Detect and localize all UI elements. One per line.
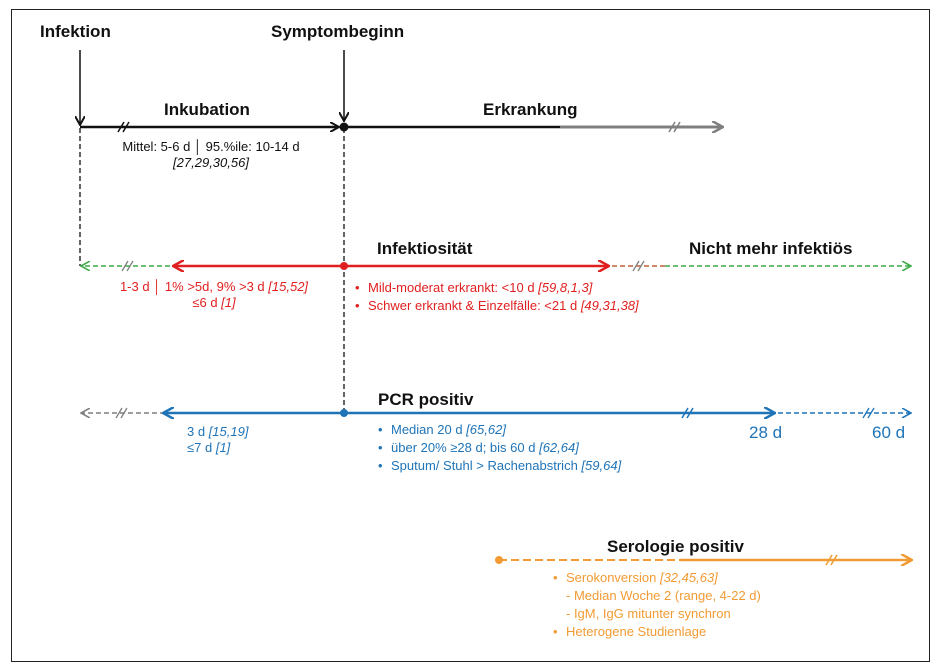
infekt-left-line1: 1-3 d │ 1% >5d, 9% >3 d [119,279,269,294]
list-item: Serokonversion [32,45,63] [553,569,761,587]
serologie-list: Serokonversion [32,45,63] - Median Woche… [553,569,761,641]
infekt-left-cite1: [15,52] [268,279,309,294]
erkrankung-label: Erkrankung [483,100,578,119]
break-mark-infekt-left [121,260,134,272]
list-item: Median 20 d [65,62] [378,421,621,439]
pcr-left-line2: ≤7 d [187,439,216,455]
serologie-positiv-label: Serologie positiv [607,537,744,556]
symptombeginn-dot [339,122,349,132]
break-mark-pcr-right [862,407,875,419]
pcr-left-details: 3 d [15,19] ≤7 d [1] [187,424,248,455]
break-mark-erkrankung [668,121,681,133]
infekt-left-line2: ≤6 d [192,294,222,310]
infektion-label: Infektion [40,22,111,41]
infektiositaet-label: Infektiosität [377,239,473,258]
day-60-label: 60 d [872,423,906,442]
nicht-mehr-infektioes-label: Nicht mehr infektiös [689,239,853,258]
infektiositaet-dot [340,262,348,270]
list-item: Sputum/ Stuhl > Rachenabstrich [59,64] [378,457,621,475]
list-item: - IgM, IgG mitunter synchron [566,606,731,621]
serologie-dot [495,556,503,564]
list-item: - Median Woche 2 (range, 4-22 d) [566,588,761,603]
pcr-left-cite1: [15,19] [208,424,249,439]
infektiositaet-left-details: 1-3 d │ 1% >5d, 9% >3 d [15,52] ≤6 d [1] [90,279,338,310]
inkubation-label: Inkubation [164,100,250,119]
day-28-label: 28 d [749,423,783,442]
list-item: Mild-moderat erkrankt: <10 d [59,8,1,3] [355,279,639,297]
break-mark-infekt-right [632,260,645,272]
pcr-left-line1: 3 d [187,424,209,439]
infekt-left-cite2: [1] [221,294,236,310]
pcr-right-list: Median 20 d [65,62] über 20% ≥28 d; bis … [378,421,621,475]
diagram-frame [11,9,930,662]
break-mark-pcr-mid [681,407,694,419]
pcr-positiv-label: PCR positiv [378,390,474,409]
break-mark-serologie [825,554,838,566]
break-mark-inkubation [117,121,130,133]
pcr-dot [340,409,348,417]
list-item: Schwer erkrankt & Einzelfälle: <21 d [49… [355,297,639,315]
break-mark-pcr-left [115,407,128,419]
pcr-left-cite2: [1] [215,439,231,455]
symptombeginn-label: Symptombeginn [271,22,405,41]
inkubation-details: Mittel: 5-6 d │ 95.%ile: 10-14 d [27,29,… [96,139,326,170]
list-item: Heterogene Studienlage [553,623,761,641]
list-item: über 20% ≥28 d; bis 60 d [62,64] [378,439,621,457]
inkubation-cite: [27,29,30,56] [173,154,249,170]
inkubation-mean: Mittel: 5-6 d │ 95.%ile: 10-14 d [122,139,300,154]
infektiositaet-right-list: Mild-moderat erkrankt: <10 d [59,8,1,3] … [355,279,639,315]
